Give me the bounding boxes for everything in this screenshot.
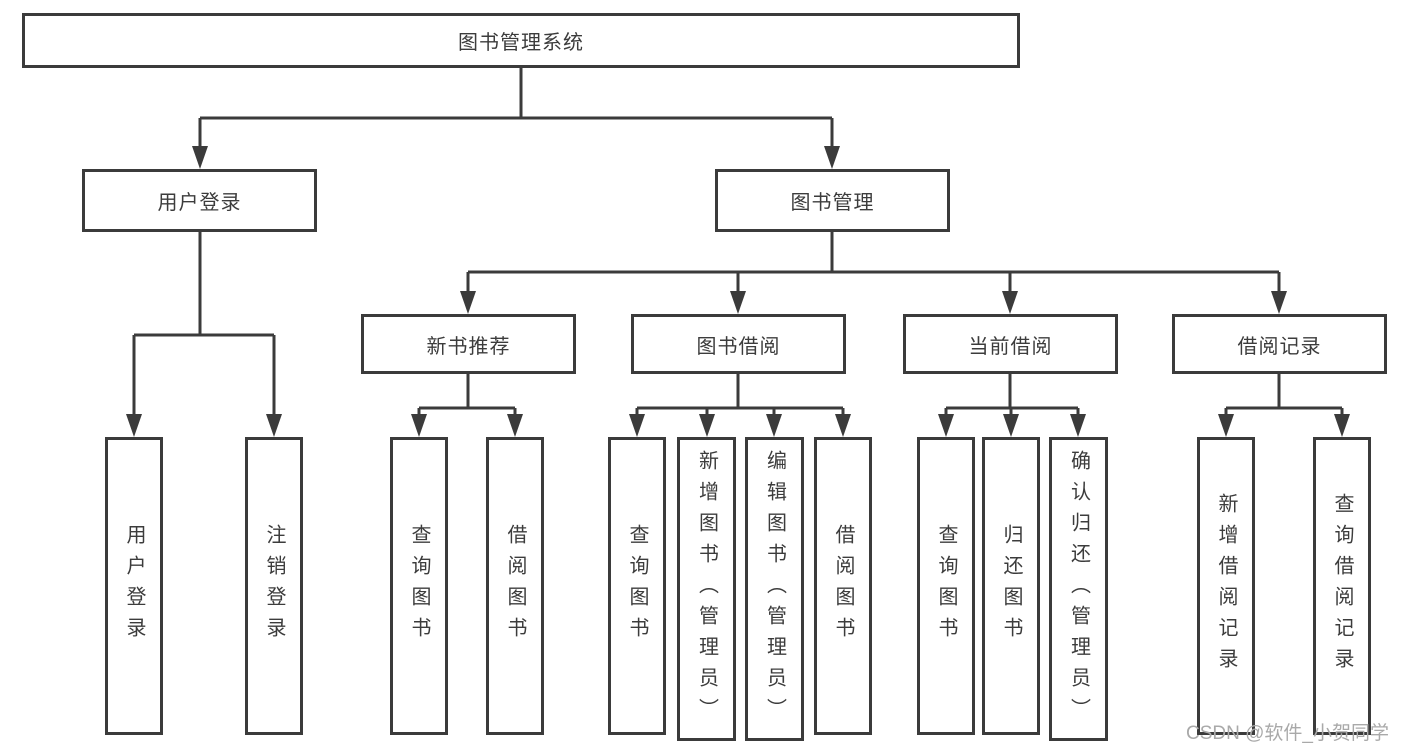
arrow-down-icon xyxy=(1218,414,1234,437)
node-new-book-recommend-label: 新书推荐 xyxy=(426,335,511,358)
leaf-logout: 注销登录 xyxy=(245,437,303,735)
arrow-down-icon xyxy=(411,414,427,437)
leaf-confirm-return-admin-label: 确认归还（管理员） xyxy=(1067,449,1090,729)
wire-bookmgmt-to-level3 xyxy=(466,232,1281,295)
arrow-down-icon xyxy=(1003,414,1019,437)
node-current-borrow-label: 当前借阅 xyxy=(968,335,1053,358)
leaf-add-book-admin-label: 新增图书（管理员） xyxy=(695,449,718,729)
leaf-borrow-book-recommend-label: 借阅图书 xyxy=(504,524,526,648)
leaf-edit-book-admin-label: 编辑图书（管理员） xyxy=(763,449,786,729)
leaf-query-book-current: 查询图书 xyxy=(917,437,975,735)
arrow-down-icon xyxy=(460,291,476,314)
leaf-return-book: 归还图书 xyxy=(982,437,1040,735)
node-book-borrow: 图书借阅 xyxy=(631,314,846,374)
arrow-down-icon xyxy=(1002,291,1018,314)
leaf-query-borrow-record-label: 查询借阅记录 xyxy=(1331,493,1353,679)
node-current-borrow: 当前借阅 xyxy=(903,314,1118,374)
arrow-down-icon xyxy=(507,414,523,437)
node-user-login-label: 用户登录 xyxy=(157,192,242,214)
node-borrow-record: 借阅记录 xyxy=(1172,314,1387,374)
leaf-user-login-label: 用户登录 xyxy=(123,524,145,648)
wire-newbook-to-leaves xyxy=(417,374,517,418)
leaf-query-borrow-record: 查询借阅记录 xyxy=(1313,437,1371,735)
node-user-login: 用户登录 xyxy=(82,169,317,232)
node-borrow-record-label: 借阅记录 xyxy=(1237,335,1322,358)
leaf-borrow-book-label: 借阅图书 xyxy=(832,524,854,648)
arrow-down-icon xyxy=(1070,414,1086,437)
leaf-confirm-return-admin: 确认归还（管理员） xyxy=(1049,437,1108,741)
node-new-book-recommend: 新书推荐 xyxy=(361,314,576,374)
arrow-down-icon xyxy=(1334,414,1350,437)
leaf-add-borrow-record-label: 新增借阅记录 xyxy=(1215,493,1237,679)
leaf-add-borrow-record: 新增借阅记录 xyxy=(1197,437,1255,735)
leaf-return-book-label: 归还图书 xyxy=(1000,524,1022,648)
wire-userlogin-to-leaves xyxy=(132,232,276,418)
node-book-management-label: 图书管理 xyxy=(790,192,875,214)
arrow-down-icon xyxy=(766,414,782,437)
wire-root-to-level2 xyxy=(198,68,834,150)
leaf-query-book-current-label: 查询图书 xyxy=(935,524,957,648)
leaf-query-book-recommend: 查询图书 xyxy=(390,437,448,735)
arrow-down-icon xyxy=(1271,291,1287,314)
leaf-edit-book-admin: 编辑图书（管理员） xyxy=(745,437,804,741)
arrow-down-icon xyxy=(699,414,715,437)
leaf-logout-label: 注销登录 xyxy=(263,524,285,648)
csdn-watermark: CSDN @软件_小贺同学 xyxy=(1186,723,1389,744)
node-root-label: 图书管理系统 xyxy=(458,32,584,54)
leaf-query-book-borrow: 查询图书 xyxy=(608,437,666,735)
arrow-down-icon xyxy=(266,414,282,437)
arrow-down-icon xyxy=(938,414,954,437)
leaf-borrow-book-recommend: 借阅图书 xyxy=(486,437,544,735)
arrow-down-icon xyxy=(835,414,851,437)
wire-bookborrow-to-leaves xyxy=(635,374,845,418)
wire-borrowrecord-to-leaves xyxy=(1224,374,1344,418)
leaf-user-login: 用户登录 xyxy=(105,437,163,735)
arrow-down-icon xyxy=(824,146,840,169)
wire-currentborrow-to-leaves xyxy=(944,374,1080,418)
leaf-borrow-book: 借阅图书 xyxy=(814,437,872,735)
arrow-down-icon xyxy=(629,414,645,437)
leaf-query-book-borrow-label: 查询图书 xyxy=(626,524,648,648)
leaf-query-book-recommend-label: 查询图书 xyxy=(408,524,430,648)
arrowheads xyxy=(126,146,1350,437)
arrow-down-icon xyxy=(192,146,208,169)
leaf-add-book-admin: 新增图书（管理员） xyxy=(677,437,736,741)
node-book-borrow-label: 图书借阅 xyxy=(696,335,781,358)
node-book-management: 图书管理 xyxy=(715,169,950,232)
arrow-down-icon xyxy=(126,414,142,437)
arrow-down-icon xyxy=(730,291,746,314)
node-root: 图书管理系统 xyxy=(22,13,1020,68)
